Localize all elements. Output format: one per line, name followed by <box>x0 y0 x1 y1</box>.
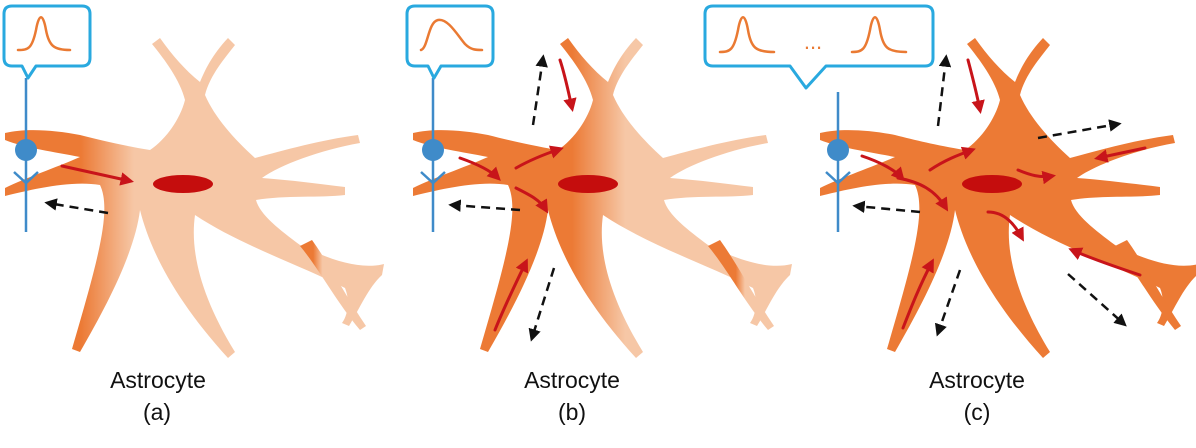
dashed-arrow-b-3 <box>528 267 556 342</box>
red-arrow-a <box>60 164 134 186</box>
spike-icon-c-2 <box>850 16 908 54</box>
nucleus-b <box>558 175 618 193</box>
spike-bubble-c: ... <box>703 4 935 90</box>
presynaptic-terminal-b <box>422 139 444 161</box>
red-arrow-c-8 <box>1068 247 1142 277</box>
red-arrow-c-2 <box>928 146 976 172</box>
astrocyte-label-c: Astrocyte <box>929 367 1025 393</box>
postsynaptic-receptor-b <box>420 171 446 185</box>
dashed-arrow-c-1 <box>852 200 921 214</box>
panel-c: ... Astrocyte (c) <box>703 4 1196 425</box>
red-arrow-c-1 <box>860 154 905 182</box>
panel-caption-b: (b) <box>558 399 586 425</box>
panel-caption-a: (a) <box>143 399 171 425</box>
astrocyte-label-a: Astrocyte <box>110 367 206 393</box>
astrocyte-body-b <box>413 38 792 358</box>
dashed-arrow-c-2 <box>936 54 952 127</box>
panel-b: Astrocyte (b) <box>405 4 792 425</box>
red-arrow-c-6 <box>1094 146 1147 163</box>
red-arrow-b-4 <box>558 58 577 112</box>
dashed-arrow-c-5 <box>1067 273 1127 327</box>
red-arrow-b-3 <box>514 186 549 214</box>
spike-icon-b <box>419 18 484 52</box>
red-arrow-b-1 <box>458 156 501 181</box>
dashed-arrow-a <box>44 198 109 215</box>
panel-caption-c: (c) <box>964 399 991 425</box>
red-arrow-c-9 <box>901 258 934 330</box>
neuron-b <box>420 78 446 232</box>
astrocyte-label-b: Astrocyte <box>524 367 620 393</box>
dashed-arrow-c-4 <box>934 269 962 337</box>
postsynaptic-receptor-a <box>13 171 39 185</box>
spike-bubble-b <box>405 4 495 80</box>
presynaptic-terminal-a <box>15 139 37 161</box>
dashed-arrow-b-2 <box>531 54 548 126</box>
astrocyte-body-a <box>5 38 384 358</box>
astrocyte-body-c <box>820 38 1196 358</box>
neuron-a <box>13 78 39 232</box>
red-arrow-b-5 <box>493 258 529 332</box>
nucleus-c <box>962 175 1022 193</box>
spike-icon-a <box>16 16 72 52</box>
panel-a: Astrocyte (a) <box>2 4 384 425</box>
red-arrow-c-3 <box>896 176 949 212</box>
red-arrow-c-4 <box>966 58 985 114</box>
red-arrow-c-7 <box>986 210 1024 242</box>
dashed-arrow-c-3 <box>1037 119 1122 140</box>
red-arrow-c-5 <box>1016 168 1056 185</box>
spike-bubble-a <box>2 4 92 80</box>
spike-icon-c-1 <box>718 16 776 54</box>
dashed-arrow-b-1 <box>448 199 521 212</box>
red-arrow-b-2 <box>514 145 564 170</box>
nucleus-a <box>153 175 213 193</box>
presynaptic-terminal-c <box>827 139 849 161</box>
spike-ellipsis: ... <box>804 29 822 54</box>
postsynaptic-receptor-c <box>825 171 851 185</box>
neuron-c <box>825 92 851 232</box>
